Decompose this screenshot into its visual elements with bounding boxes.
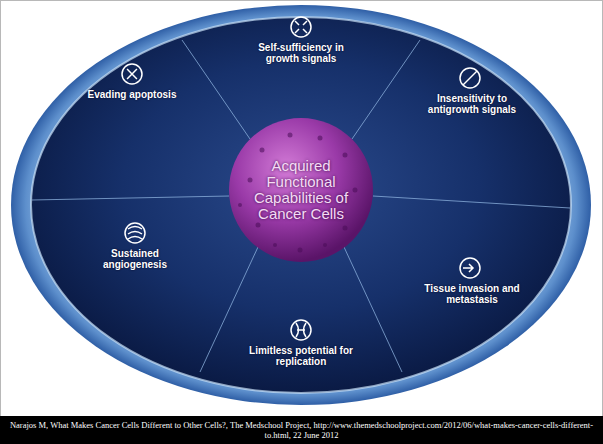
capability-text: Limitless potential for replication bbox=[241, 345, 361, 367]
capability-text: Tissue invasion and metastasis bbox=[417, 283, 527, 305]
capability-label: Self-sufficiency in growth signals bbox=[246, 42, 356, 64]
capability-label: Insensitivity to antigrowth signals bbox=[417, 93, 527, 115]
capability-text: Self-sufficiency in growth signals bbox=[246, 42, 356, 64]
capability-label: Tissue invasion and metastasis bbox=[417, 283, 527, 305]
capability-text: Sustained angiogenesis bbox=[80, 248, 190, 270]
capability-text: Insensitivity to antigrowth signals bbox=[417, 93, 527, 115]
caption-bar: Narajos M, What Makes Cancer Cells Diffe… bbox=[0, 416, 603, 444]
caption: Narajos M, What Makes Cancer Cells Diffe… bbox=[6, 420, 597, 440]
capability-label: Limitless potential for replication bbox=[241, 345, 361, 367]
center-sphere: Acquired Functional Capabilities of Canc… bbox=[242, 158, 360, 222]
capability-label: Evading apoptosis bbox=[82, 89, 182, 100]
capability-text: Evading apoptosis bbox=[82, 89, 182, 100]
center-title: Acquired Functional Capabilities of Canc… bbox=[242, 158, 360, 222]
capability-label: Sustained angiogenesis bbox=[80, 248, 190, 270]
